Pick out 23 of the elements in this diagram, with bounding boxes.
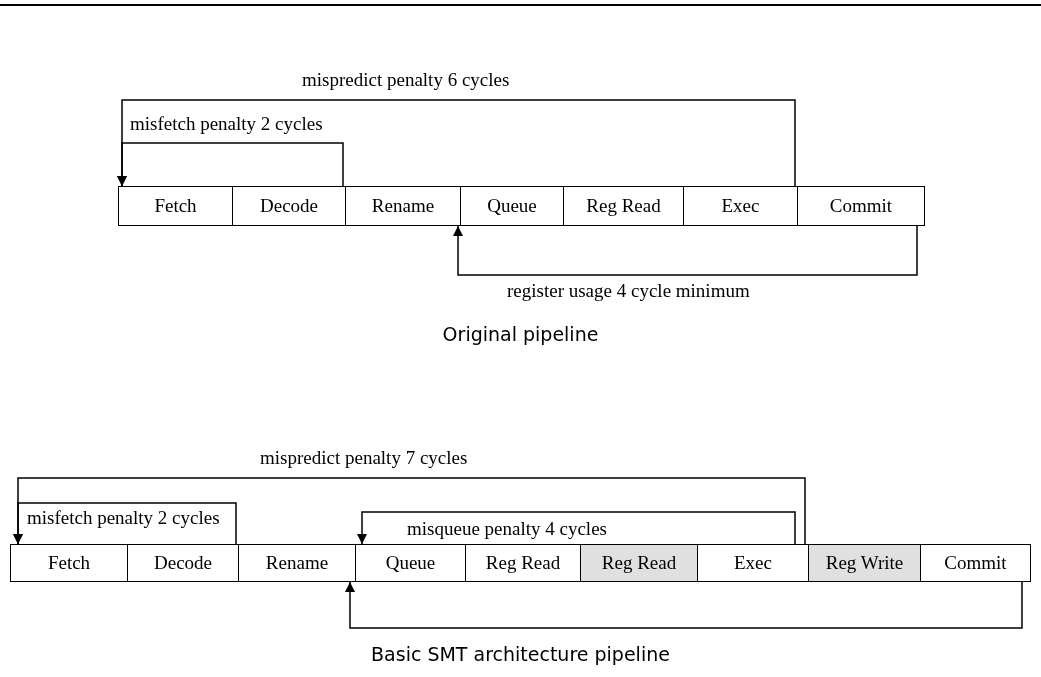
feedback-arrow xyxy=(357,511,796,545)
feedback-arrow xyxy=(117,142,344,187)
pipeline-stage-box: Reg Write xyxy=(808,544,921,582)
feedback-arrow xyxy=(453,225,918,276)
pipeline-stage-box: Decode xyxy=(232,186,346,226)
pipeline-stage-box: Exec xyxy=(683,186,798,226)
pipeline-stage-box: Fetch xyxy=(10,544,128,582)
feedback-arrow xyxy=(13,502,237,545)
pipeline-stage-box: Queue xyxy=(355,544,466,582)
pipeline-stage-box: Reg Read xyxy=(563,186,684,226)
pipeline-stage-box: Decode xyxy=(127,544,239,582)
pipeline-stage-box: Reg Read xyxy=(580,544,698,582)
pipeline-caption: Original pipeline xyxy=(441,322,600,347)
pipeline-stage-box: Commit xyxy=(920,544,1031,582)
pipeline-stage-box: Exec xyxy=(697,544,809,582)
pipeline-stage-box: Rename xyxy=(238,544,356,582)
pipeline-stage-box: Reg Read xyxy=(465,544,581,582)
pipeline-caption: Basic SMT architecture pipeline xyxy=(370,642,671,667)
pipeline-stage-box: Commit xyxy=(797,186,925,226)
pipeline-stage-box: Queue xyxy=(460,186,564,226)
feedback-arrow xyxy=(345,581,1023,629)
pipeline-stage-box: Fetch xyxy=(118,186,233,226)
pipeline-stage-box: Rename xyxy=(345,186,461,226)
